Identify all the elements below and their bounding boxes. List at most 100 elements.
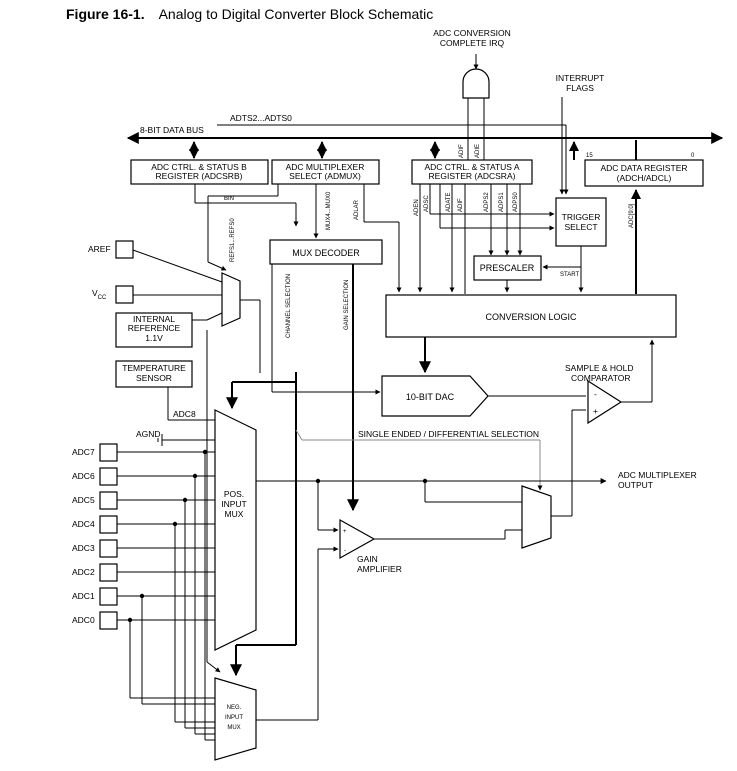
admux-label-1: ADC MULTIPLEXER [286,162,365,172]
mux4-0-label: MUX4...MUX0 [326,191,332,230]
trigger-select: TRIGGER SELECT [555,197,607,247]
vcc-label: VCC [92,288,107,301]
mux-output-label-2: OUTPUT [618,480,653,490]
neg-mux-label-1: NEG. [227,705,242,711]
gain-amp-label-1: GAIN [357,554,378,564]
comparator-plus: + [593,406,598,416]
adie-top-label: ADIE [475,144,481,158]
sample-hold-label-1: SAMPLE & HOLD [565,363,634,373]
gain-amp-plus: + [343,529,347,535]
aref-pin [115,240,134,259]
adcsrb-register: ADC CTRL. & STATUS B REGISTER (ADCSRB) [130,159,269,185]
dac-label: 10-BIT DAC [406,392,455,402]
sample-hold-comparator [587,379,623,425]
channel-selection-label: CHANNEL SELECTION [286,274,292,338]
irq-label-1: ADC CONVERSION [433,28,510,38]
adc-channel-label: ADC3 [72,543,95,553]
adif-label: ADIF [458,198,464,212]
single-diff-label: SINGLE ENDED / DIFFERENTIAL SELECTION [358,429,539,439]
sample-hold-label-2: COMPARATOR [571,373,631,383]
int-ref-label-1: INTERNAL [133,314,175,324]
reference-mux [221,272,241,327]
adps2-label: ADPS2 [484,192,490,212]
int-ref-label-3: 1.1V [145,333,163,343]
admux-register: ADC MULTIPLEXER SELECT (ADMUX) [271,159,380,185]
conversion-logic: CONVERSION LOGIC [385,294,677,338]
start-label: START [560,272,579,278]
conversion-logic-label: CONVERSION LOGIC [485,312,577,322]
temperature-sensor: TEMPERATURE SENSOR [115,360,193,388]
adc-data-label-1: ADC DATA REGISTER [600,163,687,173]
aref-label: AREF [88,244,111,254]
neg-mux-label-3: MUX [227,725,240,731]
figure-number: Figure 16-1. [66,6,145,22]
mux-decoder: MUX DECODER [269,239,383,265]
adps1-label: ADPS1 [499,192,505,212]
ten-bit-dac: 10-BIT DAC [381,375,489,417]
adate-label: ADATE [446,192,452,212]
adc-channel-pin [99,491,118,510]
irq-label-2: COMPLETE IRQ [440,38,505,48]
trigger-label-1: TRIGGER [562,212,601,222]
adc-channel-pin [99,563,118,582]
agnd-label: AGND [136,429,161,439]
adc-channel-pin [99,611,118,630]
admux-label-2: SELECT (ADMUX) [289,171,361,181]
gain-amp-minus: - [344,548,346,554]
adcsra-label-2: REGISTER (ADCSRA) [429,171,516,181]
adc-channel-pin [99,539,118,558]
adif-top-label: ADIF [459,144,465,158]
output-mux [521,485,552,549]
internal-reference: INTERNAL REFERENCE 1.1V [115,312,193,348]
gain-amp-label-2: AMPLIFIER [357,564,402,574]
adcsrb-label-2: REGISTER (ADCSRB) [156,171,243,181]
gain-amplifier [339,518,376,560]
negative-input-mux: NEG. INPUT MUX [214,677,257,761]
prescaler: PRESCALER [473,255,542,281]
comparator-minus: - [594,389,597,399]
bit-0-label: 0 [691,153,695,159]
interrupt-flags-label-2: FLAGS [566,83,594,93]
adc-channel-label: ADC6 [72,471,95,481]
trigger-label-2: SELECT [564,222,597,232]
pos-mux-label-3: MUX [225,509,244,519]
gain-selection-label: GAIN SELECTION [344,280,350,330]
prescaler-label: PRESCALER [480,263,535,273]
bit-15-label: 15 [586,153,593,159]
adcsra-label-1: ADC CTRL. & STATUS A [424,162,519,172]
adc-data-label-2: (ADCH/ADCL) [617,173,672,183]
adc-channel-pin [99,467,118,486]
figure-caption: Analog to Digital Converter Block Schema… [158,6,434,22]
temp-sensor-label-1: TEMPERATURE [122,363,186,373]
adc9-0-label: ADC[9:0] [629,203,635,228]
adts-label: ADTS2...ADTS0 [230,113,292,123]
adcsra-signal-lines [417,184,555,293]
bin-label: BIN [224,196,234,202]
adc-channel-label: ADC7 [72,447,95,457]
adc-channel-pin [99,515,118,534]
bus-taps [189,140,637,160]
adc8-label: ADC8 [173,409,196,419]
refs-label: REFS1...REFS0 [230,218,236,262]
mux-output-label-1: ADC MULTIPLEXER [618,470,697,480]
mux-decoder-label: MUX DECODER [292,248,360,258]
adps0-label: ADPS0 [513,192,519,212]
adc-channel-pin [99,587,118,606]
pos-mux-label-2: INPUT [221,499,247,509]
adc-channel-label: ADC5 [72,495,95,505]
adlar-label: ADLAR [354,199,360,220]
data-bus-label: 8-BIT DATA BUS [140,125,204,135]
vcc-pin [115,285,134,304]
adc-channel-pin [99,443,118,462]
aden-label: ADEN [414,199,420,216]
pos-mux-label-1: POS. [224,489,244,499]
positive-input-mux: POS. INPUT MUX [214,409,257,651]
adc-channel-label: ADC2 [72,567,95,577]
figure-title: Figure 16-1. Analog to Digital Converter … [66,6,433,22]
irq-and-gate [462,54,490,160]
adc-channel-label: ADC0 [72,615,95,625]
int-ref-label-2: REFERENCE [128,323,181,333]
adc-data-register: ADC DATA REGISTER (ADCH/ADCL) [584,159,704,187]
